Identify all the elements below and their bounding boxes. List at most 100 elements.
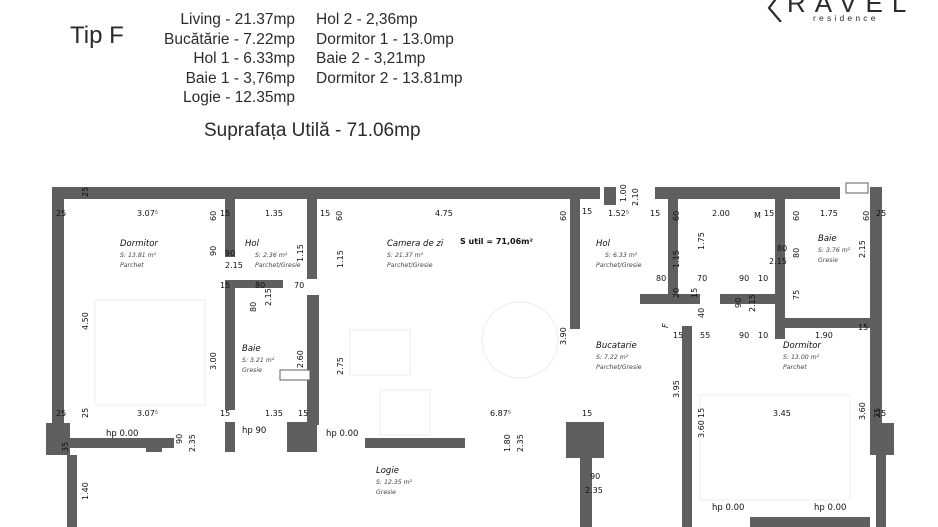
- dim-label: 60: [862, 211, 871, 221]
- dim-label: 10: [758, 331, 768, 340]
- dim-label: 90: [209, 246, 218, 256]
- dim-label: 80: [777, 244, 787, 253]
- dim-label: 15: [673, 331, 683, 340]
- room-baie-1-name: Baie: [818, 234, 837, 244]
- dim-label: 15: [298, 409, 308, 418]
- dim-label: 55: [700, 331, 710, 340]
- shaft-box: [279, 369, 311, 381]
- wall-hol-bottom: [235, 280, 283, 288]
- dim-label: 15: [220, 281, 230, 290]
- room-dormitor-1-name: Dormitor: [783, 341, 821, 351]
- dim-label: 15: [582, 207, 592, 216]
- dim-label: 25: [56, 209, 66, 218]
- wall-bottom-mid: [365, 438, 465, 448]
- dim-label: 6.87⁵: [490, 409, 511, 418]
- wall-logie-right: [580, 448, 592, 527]
- wall-post-b: [225, 422, 235, 452]
- dim-label: 15: [697, 408, 706, 418]
- wall-top-mid: [655, 187, 840, 199]
- dim-label: 3.90: [559, 327, 568, 345]
- dim-label: 25: [873, 408, 882, 418]
- dim-label: 1.35: [265, 209, 283, 218]
- dim-label: 15: [320, 209, 330, 218]
- room-hol-1-name: Hol: [596, 239, 611, 249]
- vertical-dimension-labels: 25 60 60 60 60 60 1.00 2.10 90 1.15 1.15…: [61, 184, 882, 500]
- wall-hol-left: [225, 199, 235, 257]
- area-hol-1: Hol 1 - 6.33mp: [193, 50, 295, 67]
- room-labels: Dormitor S: 13.81 m² Parchet Hol S: 2.36…: [120, 234, 851, 496]
- dim-label: 90: [734, 298, 743, 308]
- area-baie-2: Baie 2 - 3,21mp: [316, 50, 426, 67]
- dim-label: 25: [81, 408, 90, 418]
- area-baie-1: Baie 1 - 3,76mp: [185, 69, 295, 87]
- table-ghost: [481, 301, 559, 379]
- room-hol-2-area: S: 2.36 m²: [255, 252, 288, 259]
- floor-level-label: hp 0.00: [712, 503, 744, 513]
- dim-label: 2.35: [516, 434, 525, 452]
- dim-label: 1.35: [265, 409, 283, 418]
- room-logie-area: S: 12.35 m²: [376, 479, 413, 486]
- dim-label: 1.75: [820, 209, 838, 218]
- dim-label: 15: [650, 209, 660, 218]
- dim-label: 35: [61, 442, 70, 452]
- wall-post-a: [146, 438, 162, 452]
- bed-ghost-2: [699, 394, 851, 501]
- dimension-labels: 25 3.07⁵ 15 1.35 15 4.75 15 1.52⁵ 15 2.0…: [56, 207, 886, 513]
- floor-level-label: hp 0.00: [326, 429, 358, 439]
- dim-label: 2.15: [264, 288, 273, 306]
- dim-label: 60: [792, 211, 801, 221]
- dim-label: 2.35: [585, 486, 603, 495]
- dim-label: 80: [255, 281, 265, 290]
- room-camera-de-zi-area: S: 21.37 m²: [387, 252, 424, 259]
- dim-label: 1.52⁵: [608, 209, 629, 218]
- dim-label: 70: [697, 274, 707, 283]
- area-logie: Logie - 12.35mp: [182, 89, 295, 106]
- wall-baie-left: [225, 280, 235, 410]
- dim-label: 2.15: [748, 294, 757, 312]
- dim-label: 4.50: [81, 312, 90, 330]
- dim-label: 1.15: [296, 244, 305, 262]
- dim-label: 75: [792, 290, 801, 300]
- room-hol-1-finish: Parchet/Gresie: [596, 261, 642, 269]
- room-hol-1-area: S: 6.33 m²: [605, 252, 638, 259]
- dim-label: 3.60: [697, 420, 706, 438]
- area-dormitor-2: Dormitor 2 - 13.81mp: [316, 69, 463, 87]
- dim-label: 10: [758, 274, 768, 283]
- dim-label: 1.15: [336, 250, 345, 268]
- room-baie-2-finish: Gresie: [242, 367, 262, 374]
- wall-right-upper: [870, 187, 882, 427]
- room-bucatarie-finish: Parchet/Gresie: [596, 363, 642, 371]
- wall-hol2-right: [668, 199, 678, 299]
- wall-bottom-right: [750, 517, 870, 527]
- room-hol-2-name: Hol: [245, 239, 260, 249]
- dim-label: 90: [739, 274, 749, 283]
- floor-level-label: hp 0.00: [106, 429, 138, 439]
- dim-label: 15: [764, 209, 774, 218]
- wall-kitchen-left: [570, 199, 580, 329]
- dim-label: 1.80: [503, 434, 512, 452]
- dim-label: 2.15: [769, 257, 787, 266]
- dim-label: 2.75: [336, 357, 345, 375]
- floor-level-label: hp 90: [242, 426, 266, 436]
- room-baie-2-name: Baie: [242, 344, 261, 354]
- wall-logie-left: [67, 455, 77, 527]
- dim-label: 3.07⁵: [137, 409, 158, 418]
- dim-label: 1.75: [697, 232, 706, 250]
- dim-label: 1.15: [672, 250, 681, 268]
- room-dormitor-1-finish: Parchet: [783, 363, 807, 371]
- dim-label: 2.15: [225, 261, 243, 270]
- wall-baie1-bottom: [785, 318, 870, 328]
- room-logie-name: Logie: [376, 466, 399, 476]
- wall-baie-right: [307, 295, 319, 425]
- apartment-type-title: Tip F: [70, 22, 124, 49]
- bed-ghost: [94, 299, 206, 406]
- dim-label: M: [754, 211, 761, 220]
- dim-label: 90: [590, 472, 600, 481]
- dim-label: 80: [656, 274, 666, 283]
- room-bucatarie-name: Bucatarie: [596, 341, 637, 351]
- room-hol-2-finish: Parchet/Gresie: [255, 261, 301, 269]
- room-camera-de-zi-finish: Parchet/Gresie: [387, 261, 433, 269]
- dim-label: 2.00: [712, 209, 730, 218]
- logo-subtitle: residence: [813, 13, 879, 23]
